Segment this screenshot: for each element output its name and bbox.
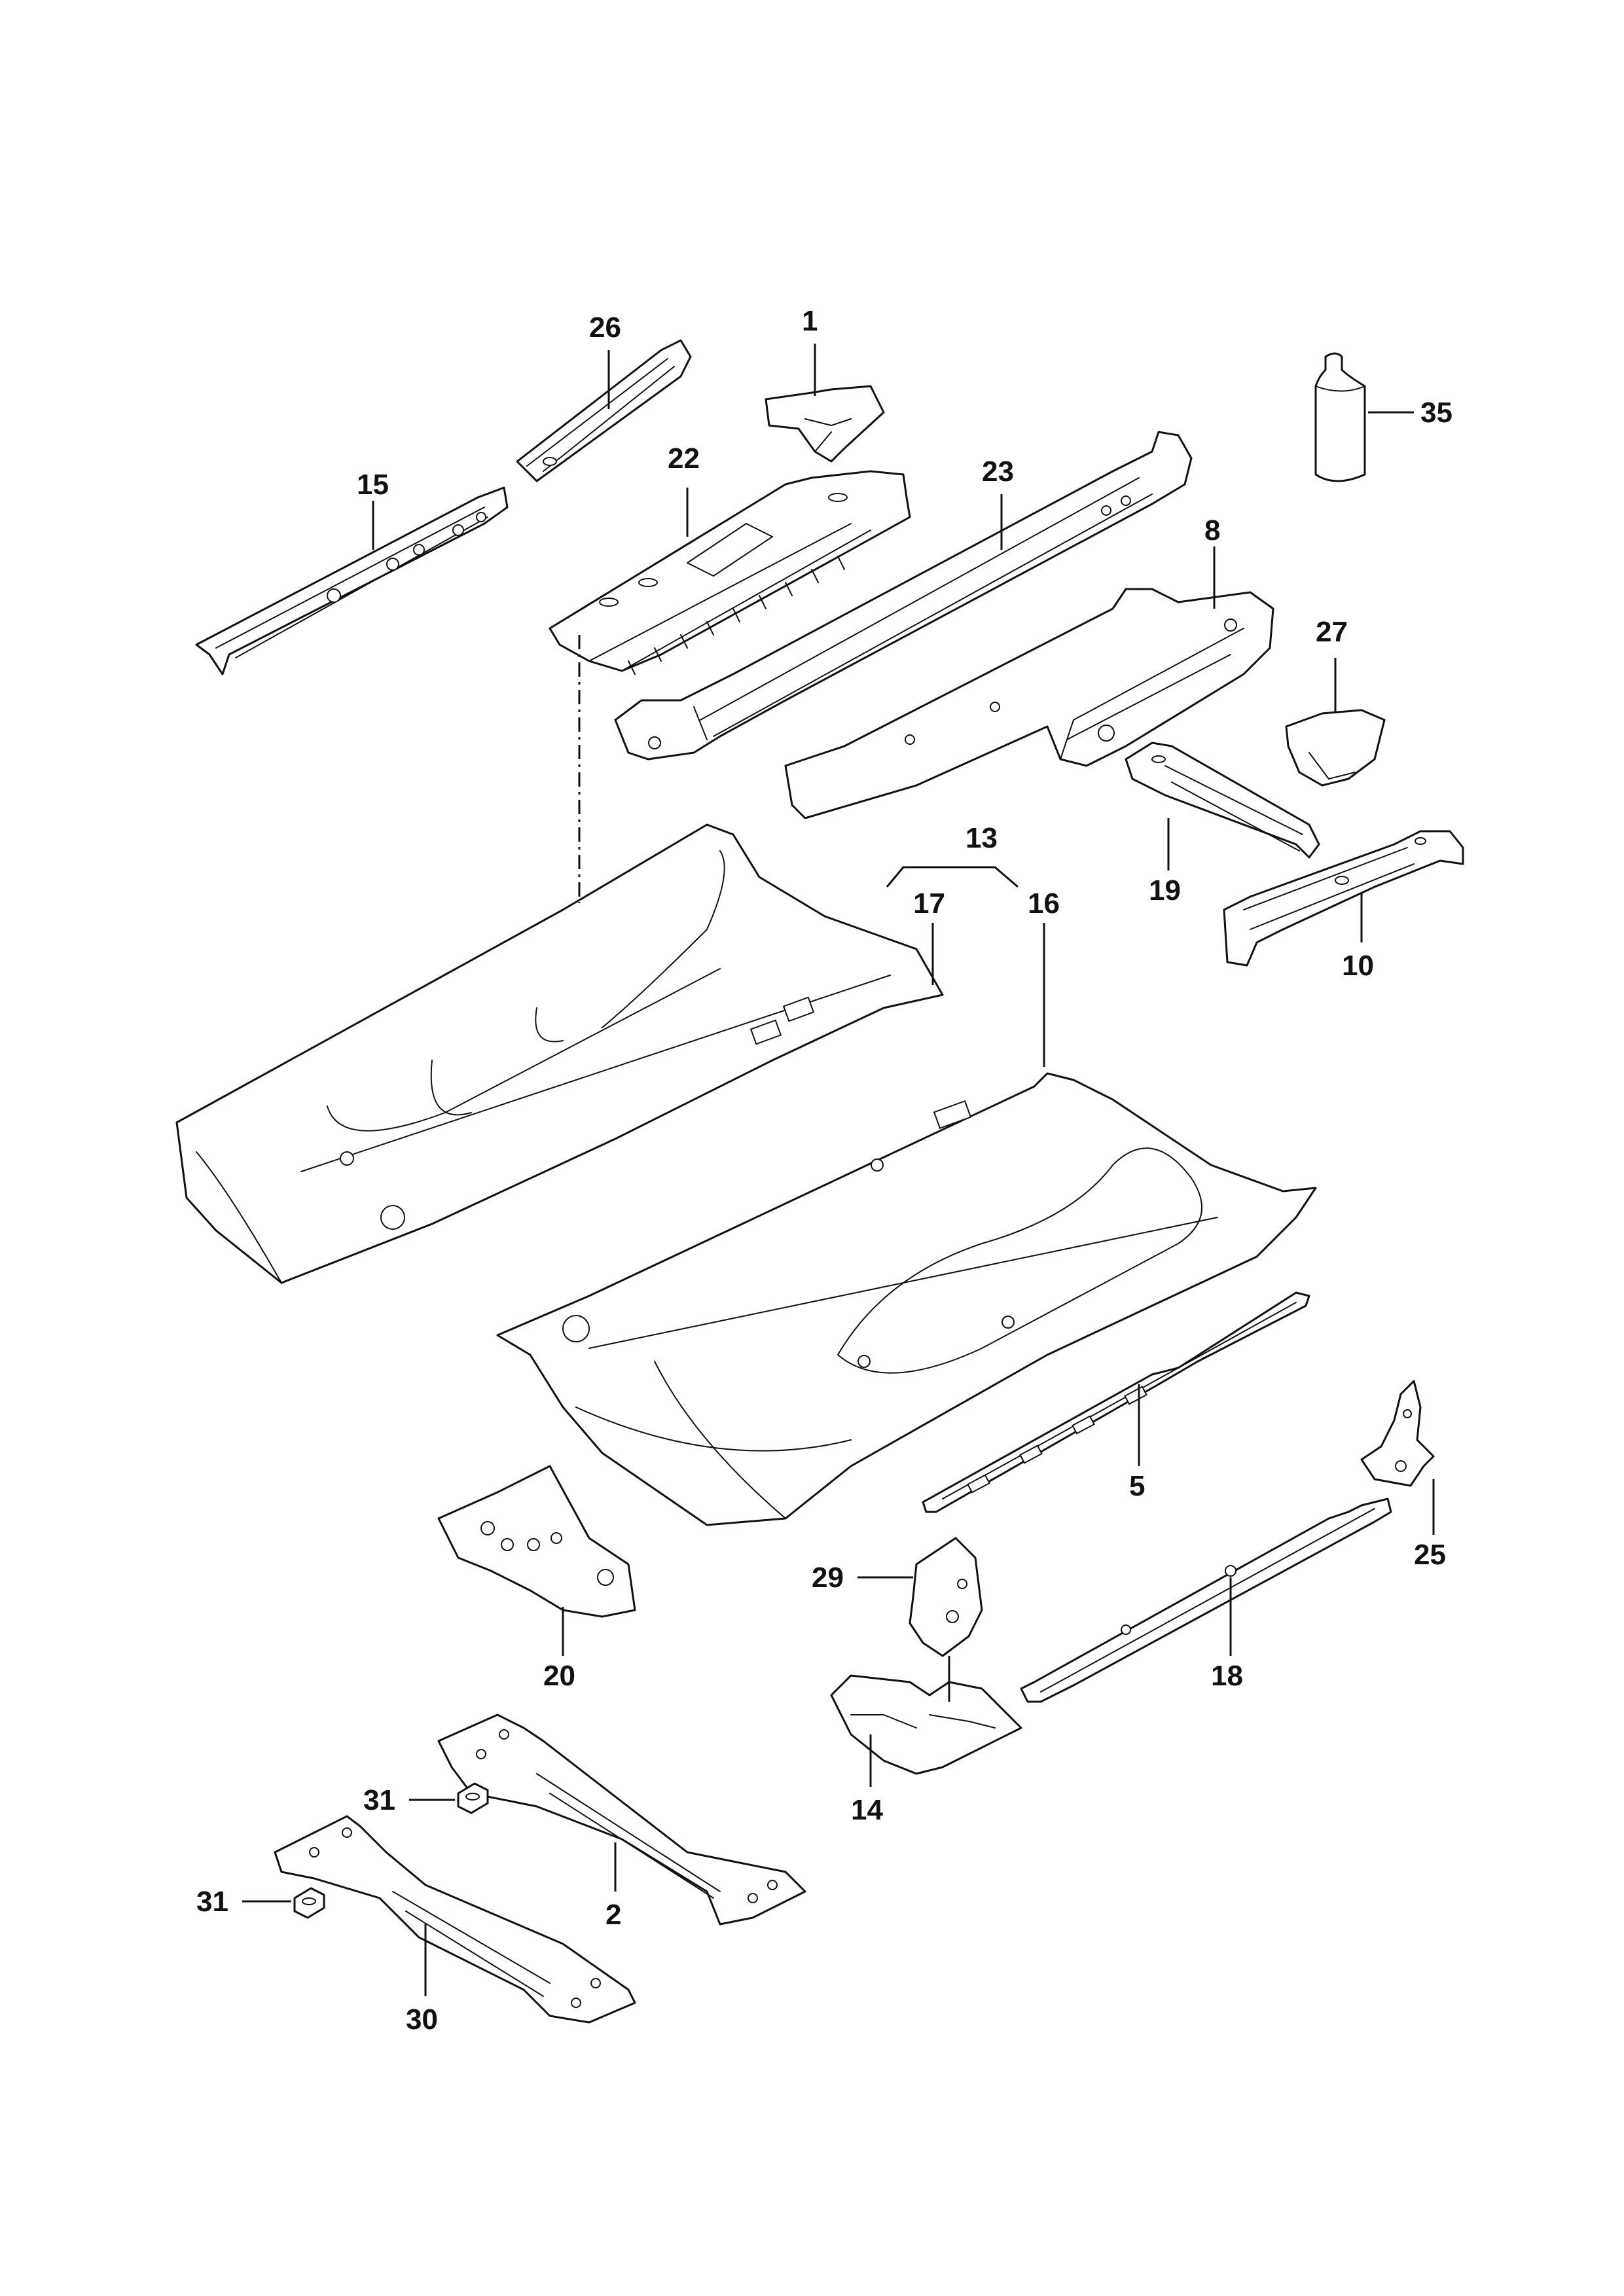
part-17-rear-floor[interactable] (175, 823, 944, 1284)
callout-13: 13 (965, 822, 998, 854)
callout-31-lower: 31 (196, 1886, 228, 1918)
part-35-sealant-bottle[interactable] (1314, 352, 1366, 482)
callout-1: 1 (802, 305, 818, 337)
callout-2: 2 (605, 1899, 621, 1931)
callout-5: 5 (1129, 1470, 1145, 1502)
callout-31-upper: 31 (363, 1784, 395, 1816)
part-27-cover[interactable] (1285, 709, 1386, 787)
part-10-crossmember[interactable] (1223, 830, 1464, 967)
part-23-side-member[interactable] (614, 431, 1193, 761)
callout-25: 25 (1414, 1539, 1446, 1571)
part-25-bracket[interactable] (1360, 1380, 1435, 1487)
part-20-bracket[interactable] (437, 1465, 636, 1618)
callout-15: 15 (357, 469, 389, 501)
part-30-crossmember[interactable] (274, 1815, 636, 2024)
callout-14: 14 (851, 1794, 883, 1826)
part-16-front-floor[interactable] (496, 1072, 1317, 1526)
callout-10: 10 (1342, 950, 1374, 982)
callout-16: 16 (1028, 888, 1060, 920)
callout-35: 35 (1420, 397, 1453, 429)
callout-20: 20 (543, 1660, 575, 1692)
callout-29: 29 (812, 1562, 844, 1594)
part-14-bracket[interactable] (830, 1674, 1022, 1775)
part-15-sill-member[interactable] (195, 486, 509, 675)
part-18-sill[interactable] (1020, 1498, 1392, 1703)
callout-17: 17 (913, 888, 945, 920)
callout-26: 26 (589, 312, 621, 344)
part-31-nut-lower[interactable] (293, 1887, 325, 1919)
part-2-crossmember[interactable] (437, 1713, 806, 1926)
callout-27: 27 (1316, 616, 1348, 648)
callout-30: 30 (406, 2003, 438, 2036)
part-22-tunnel-reinforcement[interactable] (549, 470, 911, 675)
part-5-side-strip[interactable] (922, 1291, 1310, 1513)
callout-18: 18 (1211, 1660, 1243, 1692)
part-31-nut-upper[interactable] (457, 1782, 489, 1814)
part-29-bracket[interactable] (909, 1537, 983, 1657)
part-8-rear-longitudinal[interactable] (784, 588, 1274, 819)
callout-8: 8 (1204, 514, 1220, 547)
callout-19: 19 (1149, 874, 1181, 906)
part-26-sill-strip[interactable] (516, 339, 692, 482)
callout-23: 23 (982, 456, 1014, 488)
part-1-bracket[interactable] (765, 385, 885, 463)
part-19-bracket[interactable] (1125, 742, 1320, 859)
callout-22: 22 (668, 442, 700, 475)
leader-lines (242, 344, 1435, 1996)
